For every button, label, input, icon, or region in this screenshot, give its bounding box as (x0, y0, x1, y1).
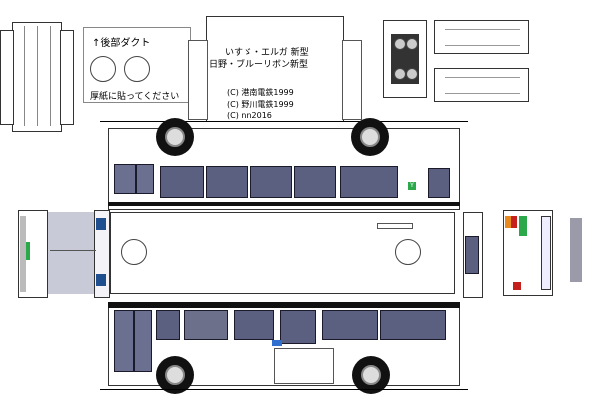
roof-part-left (0, 22, 75, 134)
copyright1: (C) 港南電鉄1999 (227, 88, 294, 97)
roof-strip (110, 212, 455, 294)
rear-duct-part (383, 20, 427, 98)
duct-circle-right (124, 56, 150, 82)
credits-tab-left (188, 40, 208, 120)
green-sign-lower (272, 340, 282, 346)
front-route-sign (26, 242, 30, 260)
roof-hatch-right (395, 239, 421, 265)
roof-unit-bottom (434, 68, 529, 102)
duct-circle-left (90, 56, 116, 82)
bus-side-upper: Y (100, 118, 468, 218)
copyright2: (C) 野川電鉄1999 (227, 100, 294, 109)
roof-hatch-left (121, 239, 147, 265)
duct-label: ↑後部ダクト (92, 38, 151, 49)
model-line2: 日野・ブルーリボン新型 (209, 60, 309, 70)
green-sign-upper: Y (408, 182, 416, 190)
copyright3: (C) nn2016 (227, 111, 272, 120)
credits-panel: いすゞ・エルガ 新型 日野・ブルーリボン新型 (C) 港南電鉄1999 (C) … (206, 16, 344, 122)
rear-face (455, 196, 595, 308)
glue-note: 厚紙に貼ってください (90, 92, 180, 102)
bus-side-lower (100, 296, 468, 400)
rear-route-sign (519, 216, 527, 236)
roof-unit-top (434, 20, 529, 54)
credits-tab-right (342, 40, 362, 120)
duct-note-box: ↑後部ダクト 厚紙に貼ってください (83, 27, 191, 103)
front-face (10, 196, 110, 308)
model-line1: いすゞ・エルガ 新型 (225, 48, 309, 58)
